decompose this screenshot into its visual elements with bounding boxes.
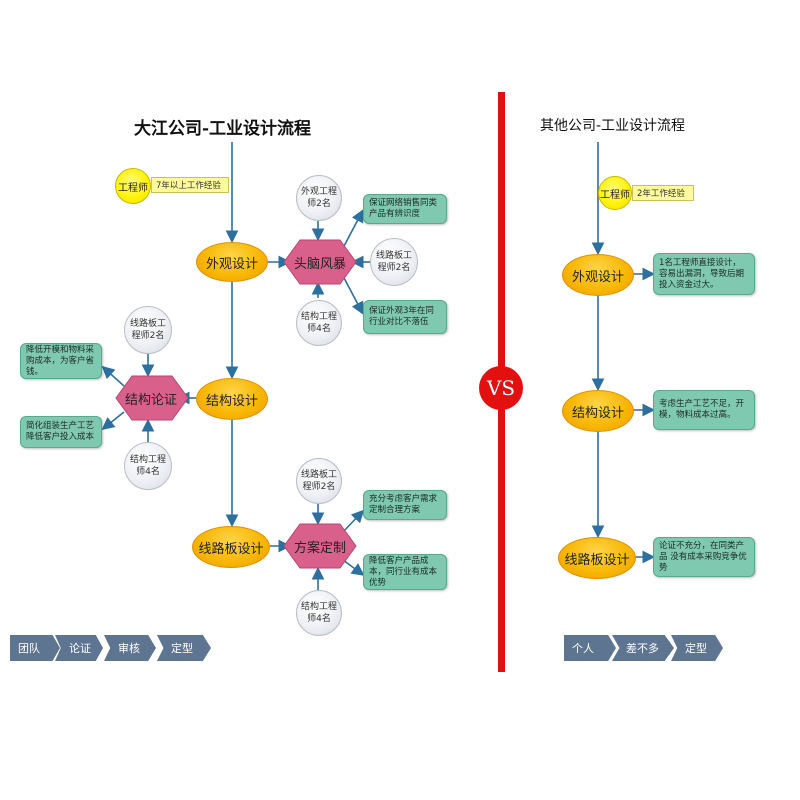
left-experience-tag: 7年以上工作经验: [151, 177, 229, 193]
line-solution-note-bottom: [342, 559, 365, 576]
argument-structure-engineers: 结构工程师4名: [124, 442, 172, 490]
brainstorm-hexagon: [283, 239, 357, 285]
right-footer-step-individual: 个人: [564, 635, 616, 661]
line-argument-note-top: [101, 365, 125, 387]
brainstorm-note-recognition: 保证网络销售同类产品有辨识度: [363, 194, 447, 224]
left-engineer-badge: 工程师: [115, 168, 151, 204]
left-footer-step-review: 审核: [104, 635, 156, 661]
right-engineer-badge: 工程师: [598, 176, 632, 210]
solution-note-custom: 充分考虑客户需求定制合理方案: [363, 490, 447, 520]
right-note-appearance: 1名工程师直接设计，容易出漏洞，导致后期投入资金过大。: [653, 253, 755, 295]
argument-note-cost: 降低开模和物料采购成本，为客户省钱。: [20, 343, 102, 379]
left-footer-step-argument: 论证: [55, 635, 103, 661]
solution-circuit-engineers: 线路板工程师2名: [296, 458, 342, 504]
right-footer-step-finalize: 定型: [671, 635, 723, 661]
argument-label: 结构论证: [124, 392, 177, 408]
line-argument-note-bottom: [101, 411, 125, 430]
right-step-circuit: 线路板设计: [558, 537, 636, 579]
right-step-appearance: 外观设计: [562, 254, 634, 296]
argument-hexagon: [115, 375, 189, 421]
line-brainstorm-note-top: [342, 209, 364, 249]
left-step-circuit: 线路板设计: [192, 526, 270, 568]
left-step-appearance: 外观设计: [196, 242, 268, 282]
left-footer-step-finalize: 定型: [157, 635, 211, 661]
vs-badge: VS: [479, 366, 523, 410]
right-note-circuit: 论证不充分，在同类产品 没有成本采购竞争优势: [653, 537, 755, 577]
line-brainstorm-note-bottom: [342, 275, 364, 315]
right-title: 其他公司-工业设计流程: [540, 118, 686, 134]
line-solution-note-top: [342, 509, 365, 533]
left-title: 大江公司-工业设计流程: [134, 119, 312, 139]
left-step-structure: 结构设计: [196, 378, 268, 420]
brainstorm-note-longevity: 保证外观3年在同行业对比不落伍: [363, 300, 447, 334]
right-footer-step-roughly: 差不多: [612, 635, 674, 661]
right-note-structure: 考虑生产工艺不足，开模，物料成本过高。: [653, 390, 755, 430]
solution-label: 方案定制: [293, 540, 346, 556]
brainstorm-circuit-engineers: 线路板工程师2名: [370, 238, 418, 286]
brainstorm-structure-engineers: 结构工程师4名: [296, 300, 342, 346]
brainstorm-appearance-engineers: 外观工程师2名: [296, 175, 342, 221]
solution-structure-engineers: 结构工程师4名: [296, 590, 342, 636]
right-step-structure: 结构设计: [562, 390, 634, 432]
solution-note-advantage: 降低客户产品成本，同行业有成本优势: [363, 554, 447, 590]
right-experience-tag: 2年工作经验: [632, 185, 694, 201]
argument-note-process: 简化组装生产工艺降低客户投入成本: [20, 416, 102, 448]
left-footer-step-team: 团队: [10, 635, 60, 661]
brainstorm-label: 头脑风暴: [293, 256, 346, 272]
solution-hexagon: [283, 523, 357, 569]
argument-circuit-engineers: 线路板工程师2名: [124, 306, 172, 354]
